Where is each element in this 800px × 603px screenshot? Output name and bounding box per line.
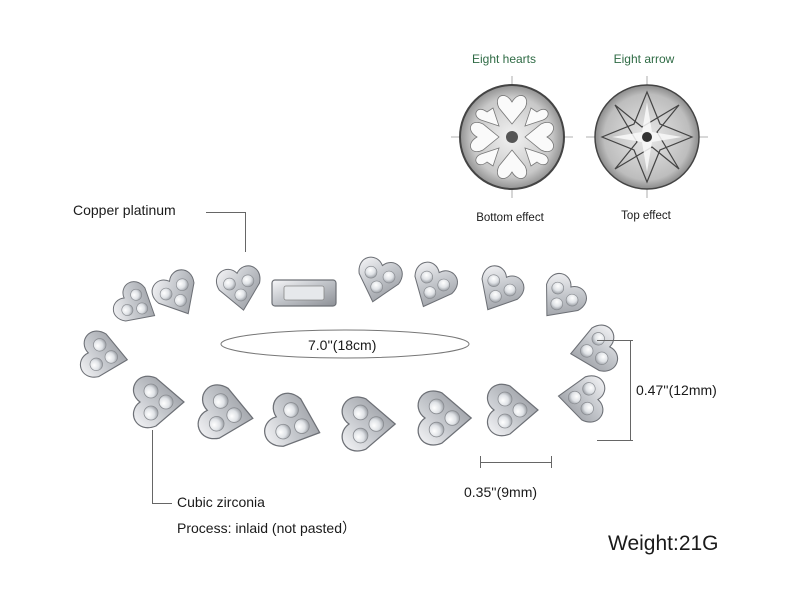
eight-hearts-title: Eight hearts	[471, 52, 537, 66]
length-label: 7.0''(18cm)	[306, 337, 379, 353]
link-width-tick-left	[480, 456, 481, 468]
height-vertical-line	[630, 340, 631, 440]
height-bottom-line	[597, 440, 633, 441]
process-label: Process: inlaid (not pasted）	[177, 520, 356, 536]
material-leader-line-h	[206, 212, 246, 213]
eight-arrow-title: Eight arrow	[613, 52, 675, 66]
material-label: Copper platinum	[73, 202, 176, 218]
diamond-bottom-icon	[447, 72, 577, 202]
stone-leader-line-h	[152, 503, 172, 504]
top-effect-caption: Top effect	[621, 210, 671, 222]
height-label: 0.47''(12mm)	[636, 382, 717, 398]
link-width-label: 0.35''(9mm)	[464, 484, 538, 500]
height-top-line	[597, 340, 633, 341]
weight-label: Weight:21G	[608, 532, 719, 555]
diamond-top-icon	[582, 72, 712, 202]
link-width-line	[480, 462, 552, 463]
bottom-effect-caption: Bottom effect	[476, 212, 544, 224]
stone-leader-line-v	[152, 430, 153, 504]
link-width-tick-right	[551, 456, 552, 468]
length-ellipse	[220, 329, 470, 359]
material-leader-line-v	[245, 212, 246, 252]
stone-label: Cubic zirconia	[177, 494, 265, 510]
